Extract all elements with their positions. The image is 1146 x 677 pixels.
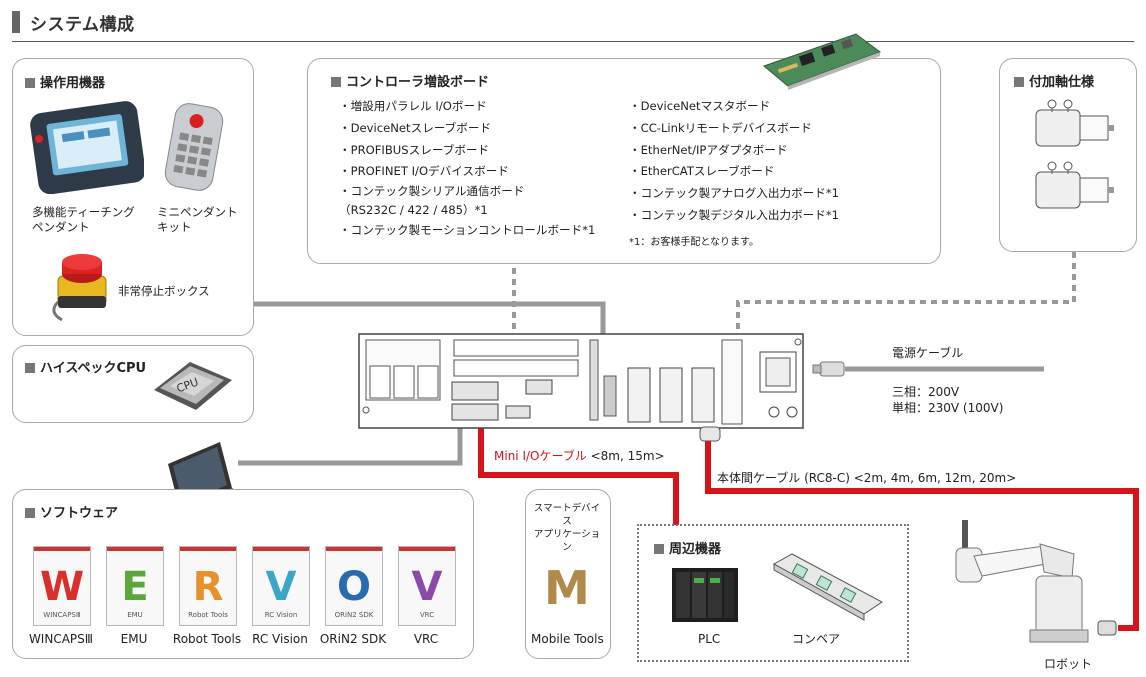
peripheral-panel [637,524,909,662]
mini-io-cable-lengths: <8m, 15m> [590,449,665,463]
cover-subtitle: Robot Tools [188,611,228,619]
board-item: ・DeviceNetスレーブボード [339,120,492,135]
teach-devices-heading: 操作用機器 [25,72,105,91]
mobile-tools-logo: M [544,561,590,612]
cover-subtitle: VRC [419,611,435,619]
robot-image [955,520,1089,643]
board-item: ・PROFIBUSスレーブボード [339,142,490,157]
cpu-chip-image: CPU [154,362,232,410]
software-label: EMU [120,632,148,646]
pc-cable [238,422,463,466]
robot-cable-label: 本体間ケーブル (RC8-C) <2m, 4m, 6m, 12m, 20m> [717,471,1017,485]
expansion-boards-panel [307,58,941,264]
cover-subtitle: WINCAPSⅢ [43,611,81,619]
cover-bar [34,547,90,551]
teach-pendant-image [30,101,144,194]
board-item: ・EtherCATスレーブボード [629,164,775,179]
board-item: ・DeviceNetマスタボード [629,99,771,113]
software-label: RC Vision [252,632,308,646]
cover-glyph: W [39,564,85,610]
cover-glyph: E [121,564,149,610]
emergency-stop-label: 非常停止ボックス [118,284,210,298]
cover-subtitle: EMU [127,611,143,619]
mini-io-cable [478,418,679,525]
board-item: ・コンテック製シリアル通信ボード [339,184,525,199]
circuit-board-image [763,33,882,90]
peripheral-heading: 周辺機器 [654,538,721,557]
software-label: Robot Tools [172,632,242,646]
mini-pendant-label: ミニペンダント キット [157,205,238,234]
board-item: ・CC-Linkリモートデバイスボード [629,120,812,135]
conveyor-image [772,553,883,621]
mini-io-cable-label: Mini I/Oケーブル <8m, 15m> [494,447,665,464]
board-item: ・コンテック製デジタル入出力ボード*1 [629,207,840,222]
board-item: ・コンテック製アナログ入出力ボード*1 [629,186,840,201]
board-item: ・PROFINET I/Oデバイスボード [339,164,509,179]
cover-subtitle: ORiN2 SDK [334,611,374,619]
additional-axis-heading: 付加軸仕様 [1014,71,1094,90]
boards-footnote: *1：お客様手配となります。 [629,237,760,248]
controller-unit [358,333,804,429]
power-spec-3phase: 三相：200V [892,385,960,399]
mini-io-cable-name: Mini I/Oケーブル [494,449,587,463]
cover-bar [253,547,309,551]
mobile-tools-glyph: M [544,561,590,612]
board-item: ・増設用パラレル I/Oボード [339,99,487,113]
power-plug [812,361,845,377]
cover-glyph: R [192,564,224,610]
boards-list-right: ・DeviceNetマスタボード ・CC-Linkリモートデバイスボード ・Et… [629,96,839,227]
expansion-boards-heading: コントローラ増設ボード [331,71,489,90]
board-item: ・コンテック製モーションコントロールボード*1 [339,223,596,238]
mobile-tools-label: Mobile Tools [531,632,604,646]
cover-bar [180,547,236,551]
cover-bar [326,547,382,551]
conveyor-label: コンベア [792,632,841,646]
plc-image [672,568,738,622]
software-label: VRC [413,632,439,646]
power-cable-title: 電源ケーブル [892,346,964,360]
robot-cable [705,438,1139,631]
teach-pendant-label: 多機能ティーチング ペンダント [32,205,135,234]
board-item: ・EtherNet/IPアダプタボード [629,142,788,157]
cover-glyph: V [411,564,443,610]
plc-label: PLC [698,632,721,646]
servo-motor-image-1 [1035,99,1114,147]
cover-bar [107,547,163,551]
mobile-app-heading: スマートデバイス アプリケーション [533,503,601,553]
board-item: （RS232C / 422 / 485）*1 [339,203,488,218]
robot-connector [699,426,721,442]
cover-glyph: O [336,564,371,610]
additional-axis-panel [999,58,1137,252]
emergency-stop-image [52,254,107,322]
robot-connector-end [1097,620,1117,636]
robot-label: ロボット [1044,657,1093,671]
power-spec-1phase: 単相：230V (100V) [892,401,1004,415]
mobile-app-panel [525,489,611,659]
mini-pendant-image [164,103,224,191]
title-divider [12,41,1134,42]
cover-subtitle: RC Vision [264,611,298,619]
page-title: システム構成 [30,15,135,35]
cpu-heading: ハイスペックCPU [25,357,146,376]
boards-list-left: ・増設用パラレル I/Oボード ・DeviceNetスレーブボード ・PROFI… [339,96,595,242]
software-label: WINCAPSⅢ [28,632,94,646]
software-label: ORiN2 SDK [319,632,387,646]
software-heading: ソフトウェア [25,502,118,521]
title-marker [12,11,20,33]
cover-glyph: V [265,564,297,610]
servo-motor-image-2 [1035,161,1114,209]
cover-bar [399,547,455,551]
